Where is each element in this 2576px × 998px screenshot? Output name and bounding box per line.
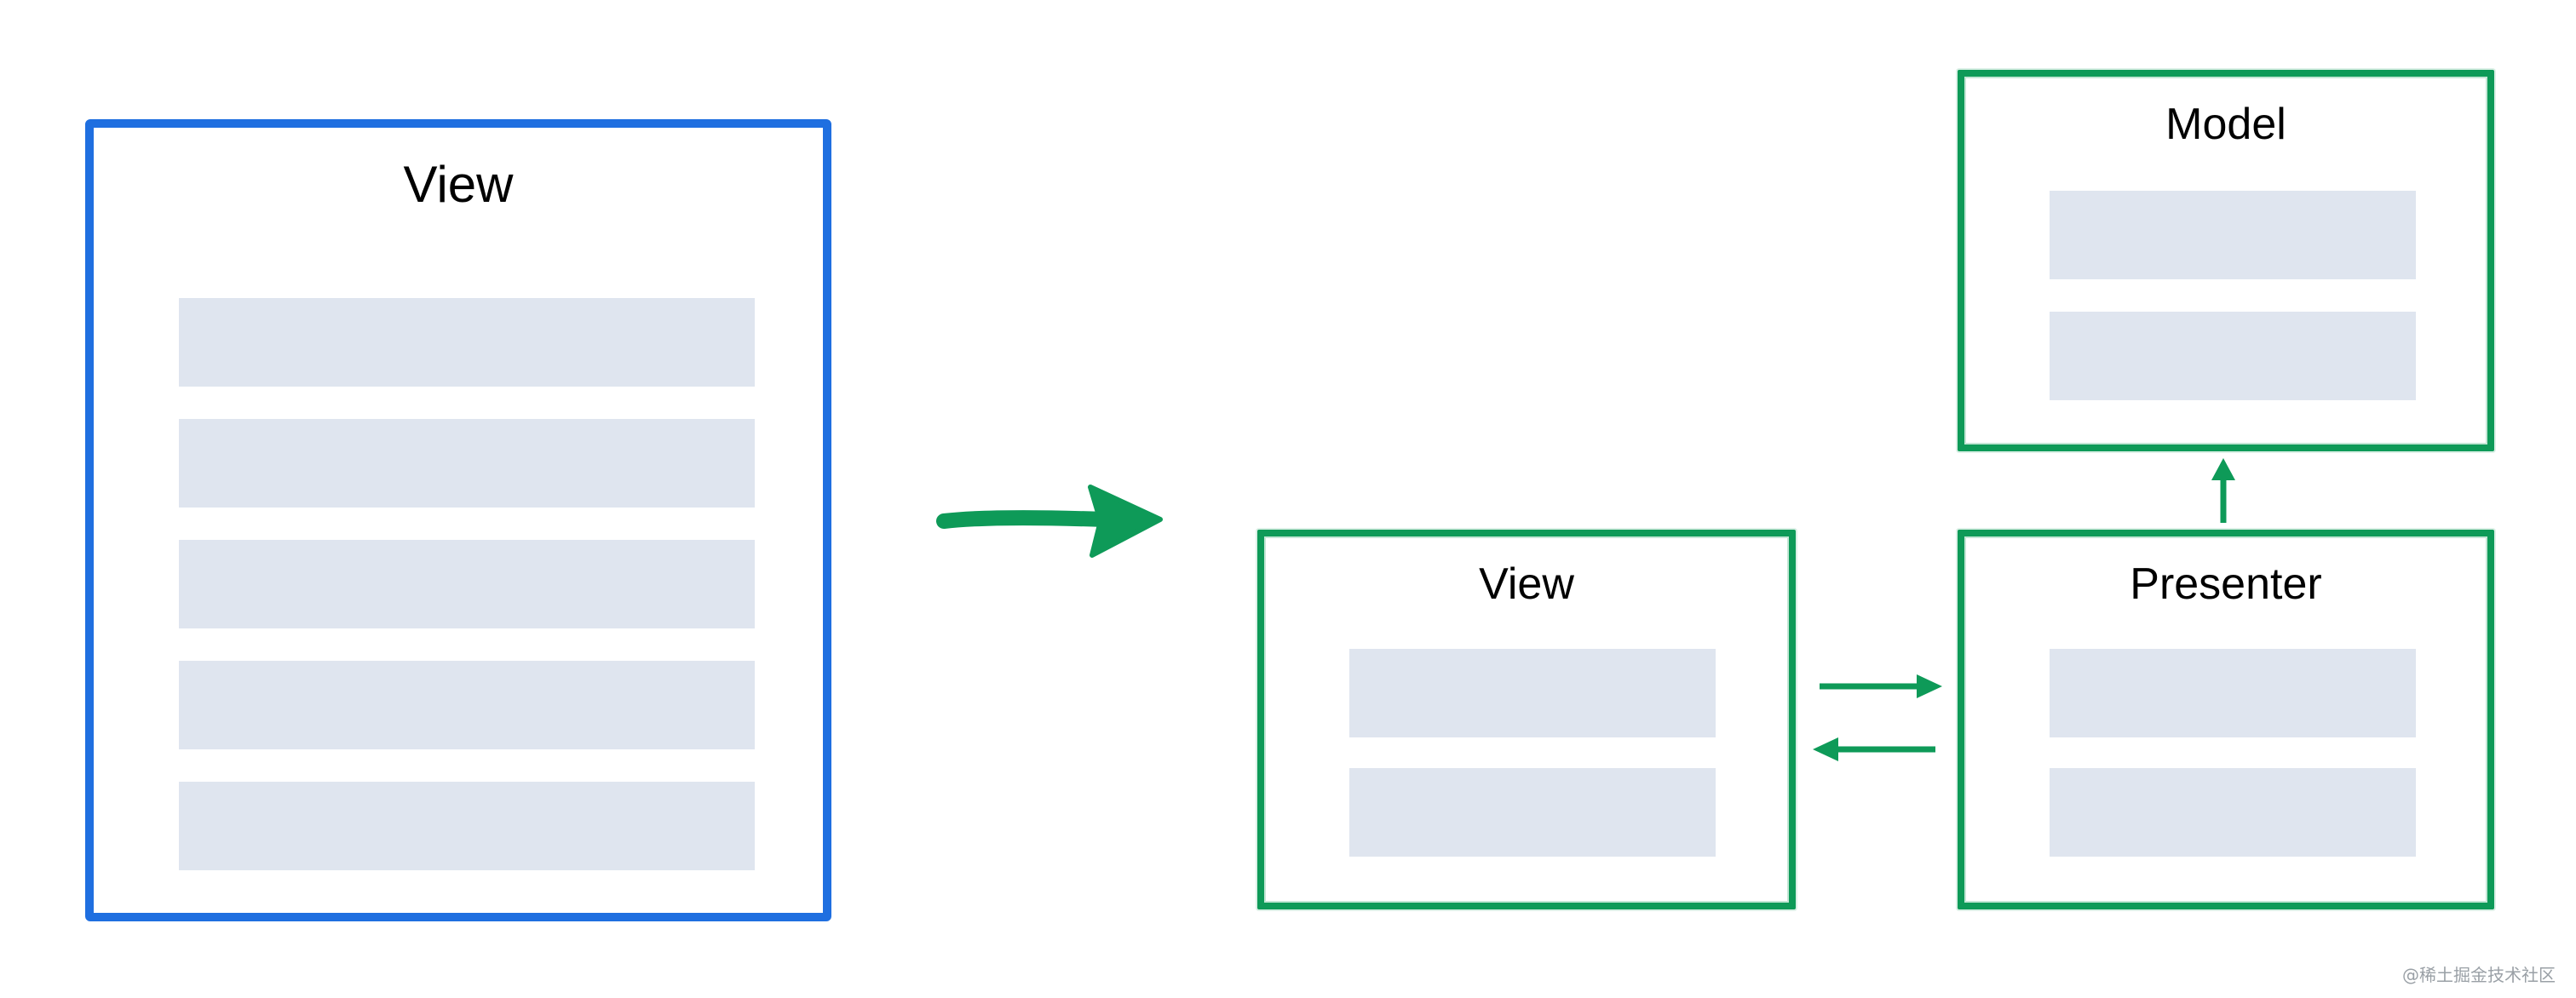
monolithic-view-box: View bbox=[85, 119, 831, 921]
mvp-view-title: View bbox=[1479, 559, 1574, 609]
model-title: Model bbox=[2165, 100, 2286, 149]
presenter-to-model-arrow-icon bbox=[2211, 458, 2235, 523]
content-bar bbox=[2050, 768, 2416, 857]
content-bar bbox=[1349, 768, 1716, 857]
transition-arrow-icon bbox=[936, 485, 1163, 558]
content-bar bbox=[2050, 191, 2416, 279]
presenter-to-view-arrow-icon bbox=[1813, 737, 1935, 761]
presenter-title: Presenter bbox=[2130, 559, 2322, 609]
content-bar bbox=[2050, 312, 2416, 400]
watermark: @稀土掘金技术社区 bbox=[2402, 965, 2556, 985]
content-bar bbox=[1349, 649, 1716, 737]
model-box: Model bbox=[1958, 70, 2494, 451]
content-bar bbox=[179, 419, 755, 508]
content-bar bbox=[179, 661, 755, 749]
monolithic-view-title: View bbox=[403, 156, 514, 213]
view-to-presenter-arrow-icon bbox=[1820, 674, 1942, 698]
content-bar bbox=[179, 298, 755, 387]
presenter-box: Presenter bbox=[1958, 530, 2494, 909]
content-bar bbox=[179, 782, 755, 870]
content-bar bbox=[2050, 649, 2416, 737]
mvp-view-box: View bbox=[1257, 530, 1796, 909]
content-bar bbox=[179, 540, 755, 628]
